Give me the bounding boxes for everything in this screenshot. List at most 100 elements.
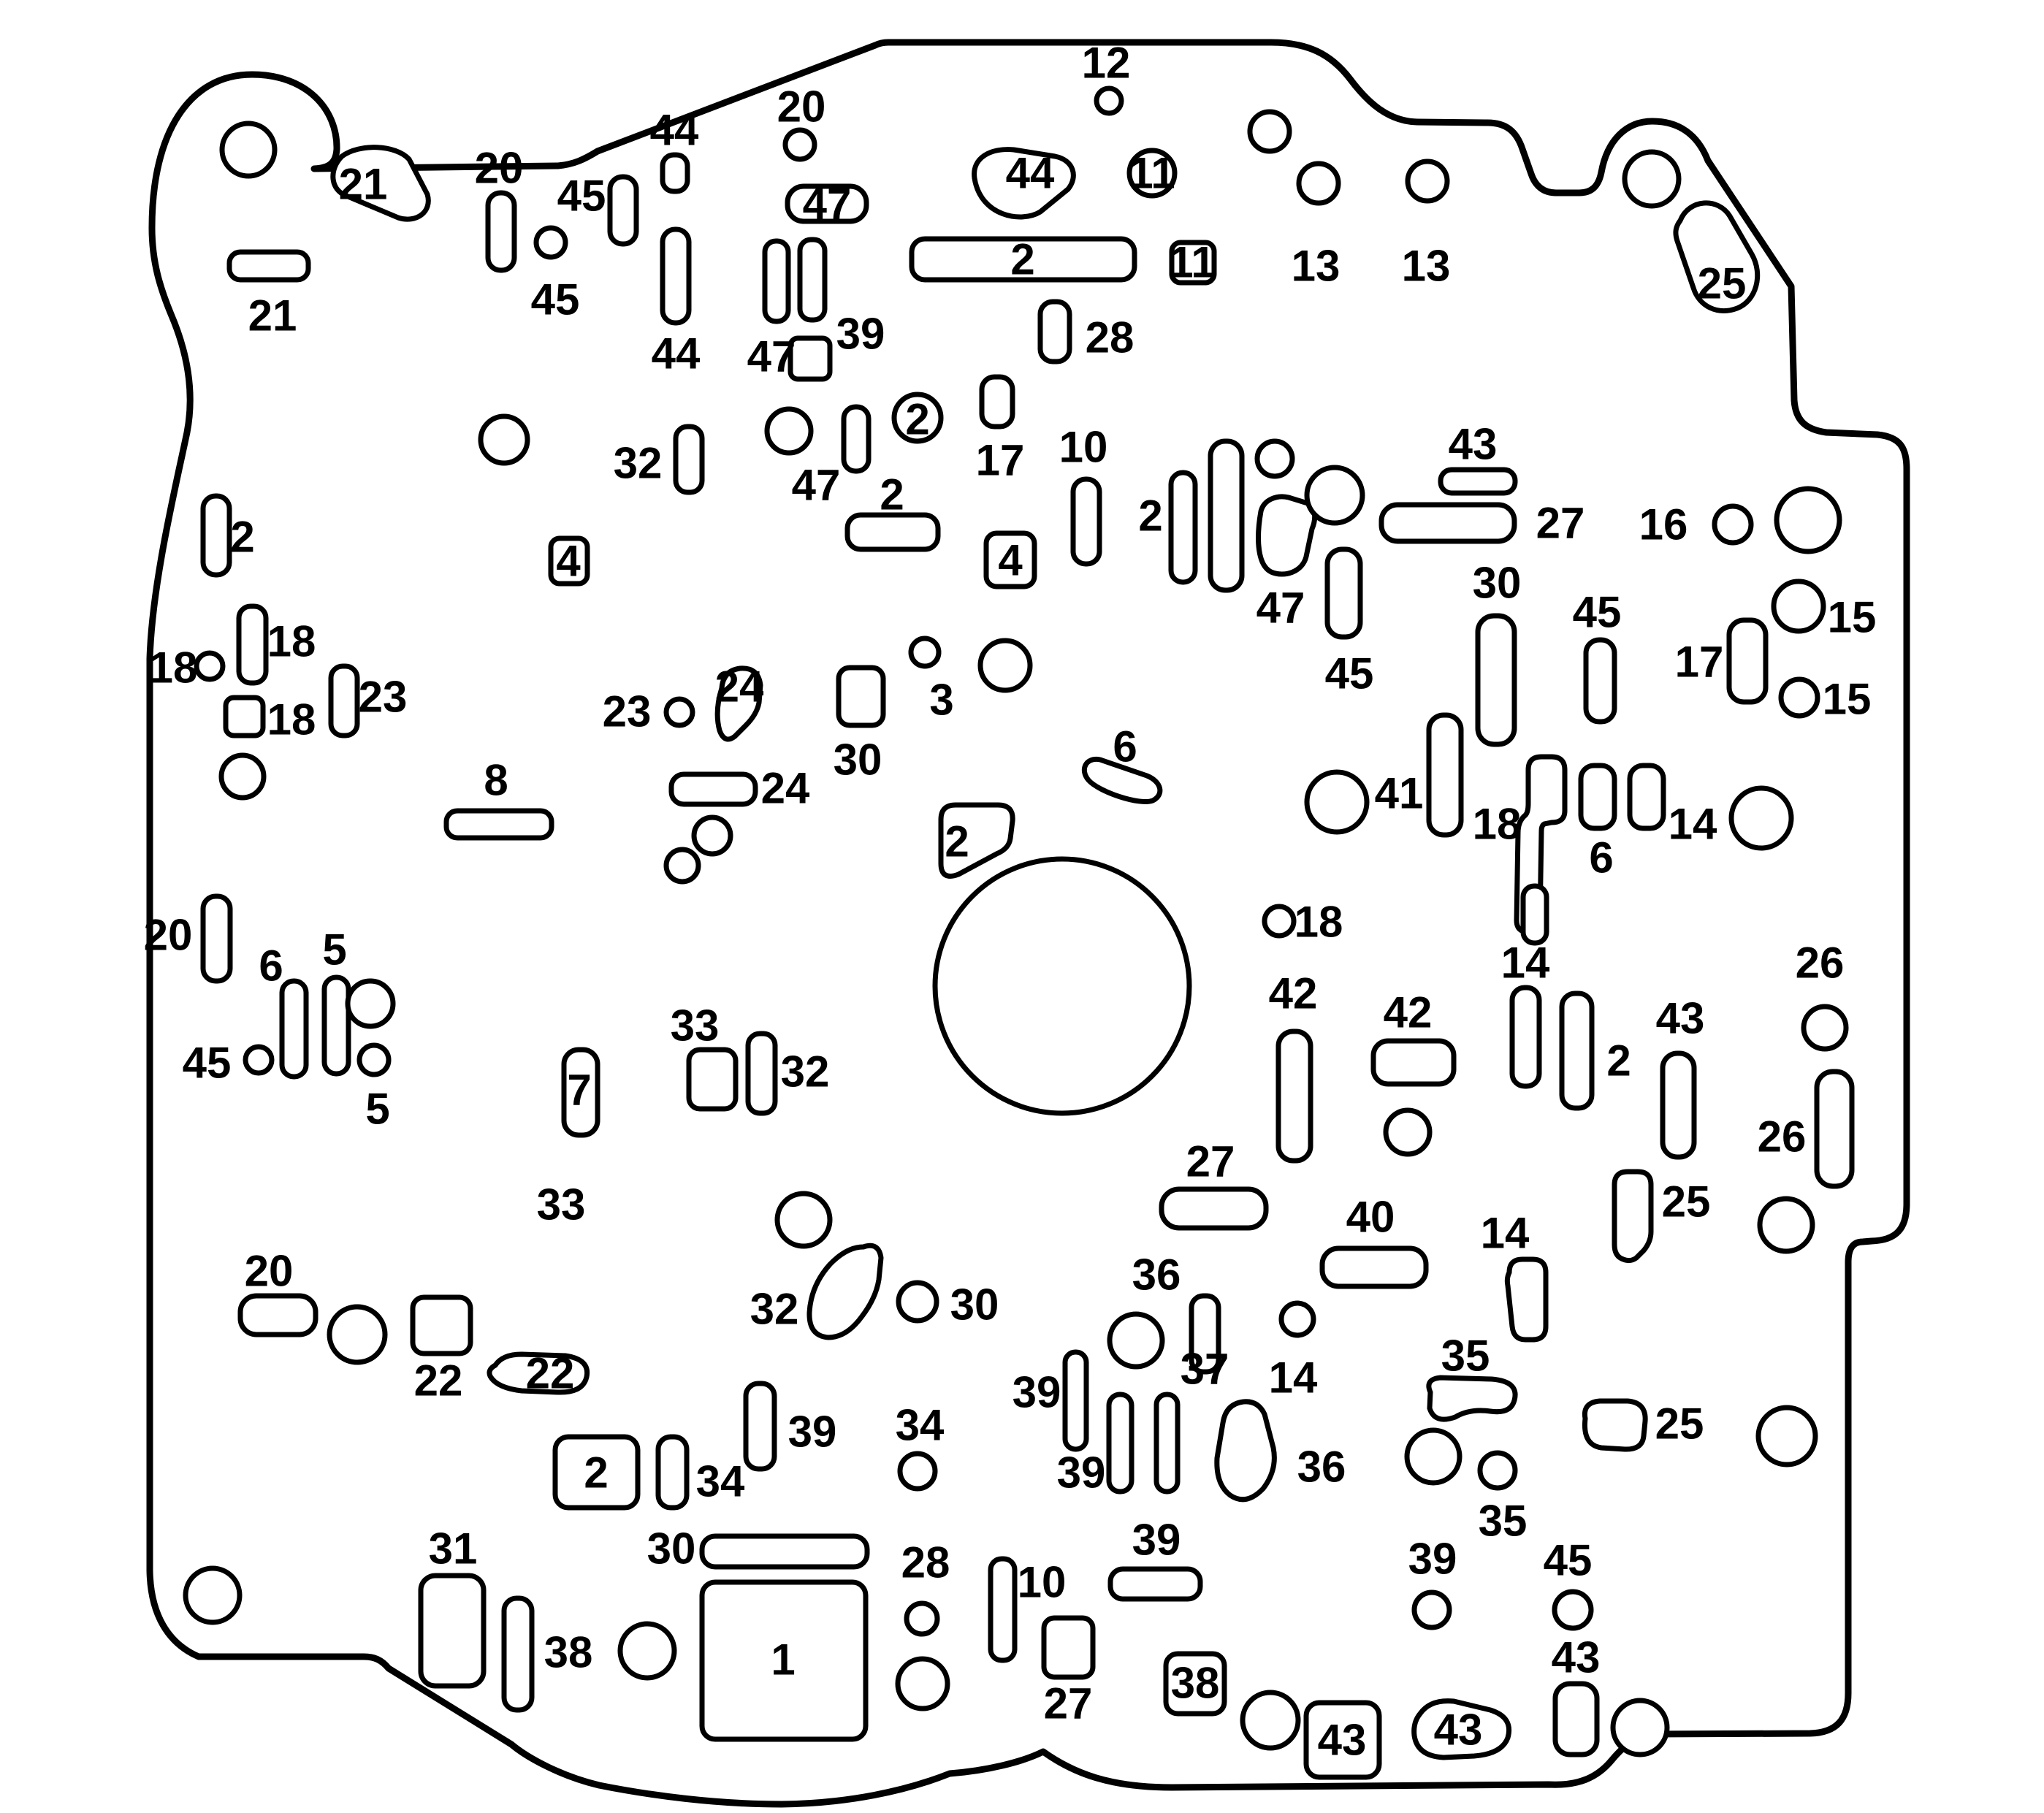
plate-hole-105 [988,1556,1018,1663]
plate-hole-89 [561,1047,600,1138]
hole-number-label-41: 16 [1639,500,1688,549]
plate-hole-84 [321,974,351,1077]
hole-number-label-89: 35 [1441,1332,1490,1381]
hole-number-label-29: 2 [1138,492,1162,541]
plate-hole-74 [908,635,942,669]
plate-hole-44 [1304,769,1370,835]
hole-number-label-88: 43 [1434,1706,1483,1755]
plate-hole-75 [977,638,1033,693]
hole-number-label-49: 26 [1796,939,1845,988]
plate-hole-60 [1660,1050,1697,1160]
plate-hole-29 [979,374,1015,430]
plate-hole-93 [1275,1028,1313,1164]
plate-hole-35 [1208,438,1245,593]
hole-number-label-45: 45 [1573,588,1622,637]
hole-number-label-32: 43 [1449,420,1498,469]
plate-hole-124 [552,1434,641,1511]
plate-hole-41 [1378,502,1517,544]
hole-number-label-100: 30 [647,1524,696,1573]
plate-hole-2 [226,249,311,283]
hole-number-label-103: 28 [901,1538,950,1587]
plate-hole-21 [1094,85,1124,116]
hole-number-label-101: 1 [771,1635,795,1684]
plate-hole-83 [200,893,233,984]
plate-hole-66 [932,856,1192,1116]
plate-hole-131 [895,1656,950,1711]
plate-hole-37 [1256,494,1318,577]
hole-number-label-35: 41 [1375,769,1424,818]
hole-number-label-82: 36 [1297,1443,1346,1492]
hole-number-label-0: 21 [339,160,388,209]
hole-number-label-44: 15 [1823,675,1872,724]
plate-hole-13 [909,236,1137,283]
hole-number-label-43: 17 [1675,638,1724,687]
plate-hole-85 [279,978,309,1080]
plate-hole-14 [972,147,1076,220]
plate-hole-20 [1037,299,1072,364]
hole-number-label-68: 5 [365,1085,389,1134]
hole-number-label-14: 11 [1129,149,1175,198]
hole-number-label-62: 3 [929,676,953,725]
hole-number-label-92: 25 [1655,1400,1704,1449]
hole-number-label-94: 43 [1552,1633,1601,1682]
hole-number-label-26: 4 [998,536,1023,585]
hole-number-label-11: 12 [1082,39,1131,88]
hole-number-label-36: 6 [1113,722,1137,771]
hole-number-label-7: 20 [777,83,826,131]
plate-hole-111 [1426,1375,1518,1422]
plate-hole-76 [443,808,554,841]
plate-hole-90 [686,1047,739,1112]
plate-hole-106 [1041,1615,1096,1680]
plate-hole-115 [1582,1398,1648,1452]
hole-number-label-77: 36 [1132,1251,1181,1299]
hole-number-label-9: 47 [747,332,796,381]
hole-number-label-87: 43 [1318,1716,1367,1765]
plate-hole-88 [356,1042,392,1077]
plate-hole-51 [1712,503,1754,546]
plate-hole-117 [1552,1589,1594,1631]
plate-hole-129 [897,1451,938,1492]
hole-number-label-95: 31 [429,1524,478,1573]
hole-number-label-105: 32 [750,1285,799,1334]
plate-hole-136 [327,1304,388,1365]
plate-hole-98 [1189,1293,1221,1375]
plate-hole-107 [1163,1651,1227,1717]
plate-outline [146,39,1910,1808]
plate-hole-100 [1062,1349,1089,1452]
hole-number-label-71: 32 [781,1047,830,1096]
plate-hole-94 [1370,1038,1457,1087]
hole-number-label-4: 45 [557,172,606,221]
hole-number-label-20: 2 [230,513,254,562]
plate-hole-43 [1426,712,1464,838]
plate-hole-26 [764,406,814,456]
hole-number-label-73: 27 [1186,1137,1235,1186]
plate-hole-28 [891,392,944,444]
hole-number-label-99: 39 [788,1408,837,1457]
plate-hole-79 [223,695,266,738]
plate-hole-19 [1405,159,1450,204]
plate-hole-78 [236,603,269,686]
hole-number-label-15: 11 [1169,238,1215,287]
plate-hole-87 [345,978,396,1029]
plate-hole-68 [663,847,701,885]
plate-hole-58 [1509,985,1542,1089]
plate-hole-30 [1070,476,1102,567]
hole-number-label-30: 30 [1473,559,1522,608]
plate-hole-102 [1153,1392,1181,1495]
plate-hole-135 [237,1293,319,1337]
plate-hole-55 [1778,676,1820,719]
hole-number-label-1: 21 [248,291,297,340]
plate-hole-110 [1411,1698,1511,1760]
plate-hole-32 [548,535,590,587]
plate-hole-42 [1475,613,1517,747]
hole-number-label-57: 23 [603,687,652,736]
plate-hole-133 [774,1191,833,1249]
hole-number-label-38: 18 [1473,800,1522,849]
plate-hole-65 [1504,1256,1549,1343]
hole-number-label-22: 47 [792,461,841,510]
plate-hole-11 [797,237,828,323]
plate-hole-27 [841,404,872,474]
hole-number-label-19: 25 [1698,259,1747,308]
plate-hole-116 [1755,1405,1818,1467]
